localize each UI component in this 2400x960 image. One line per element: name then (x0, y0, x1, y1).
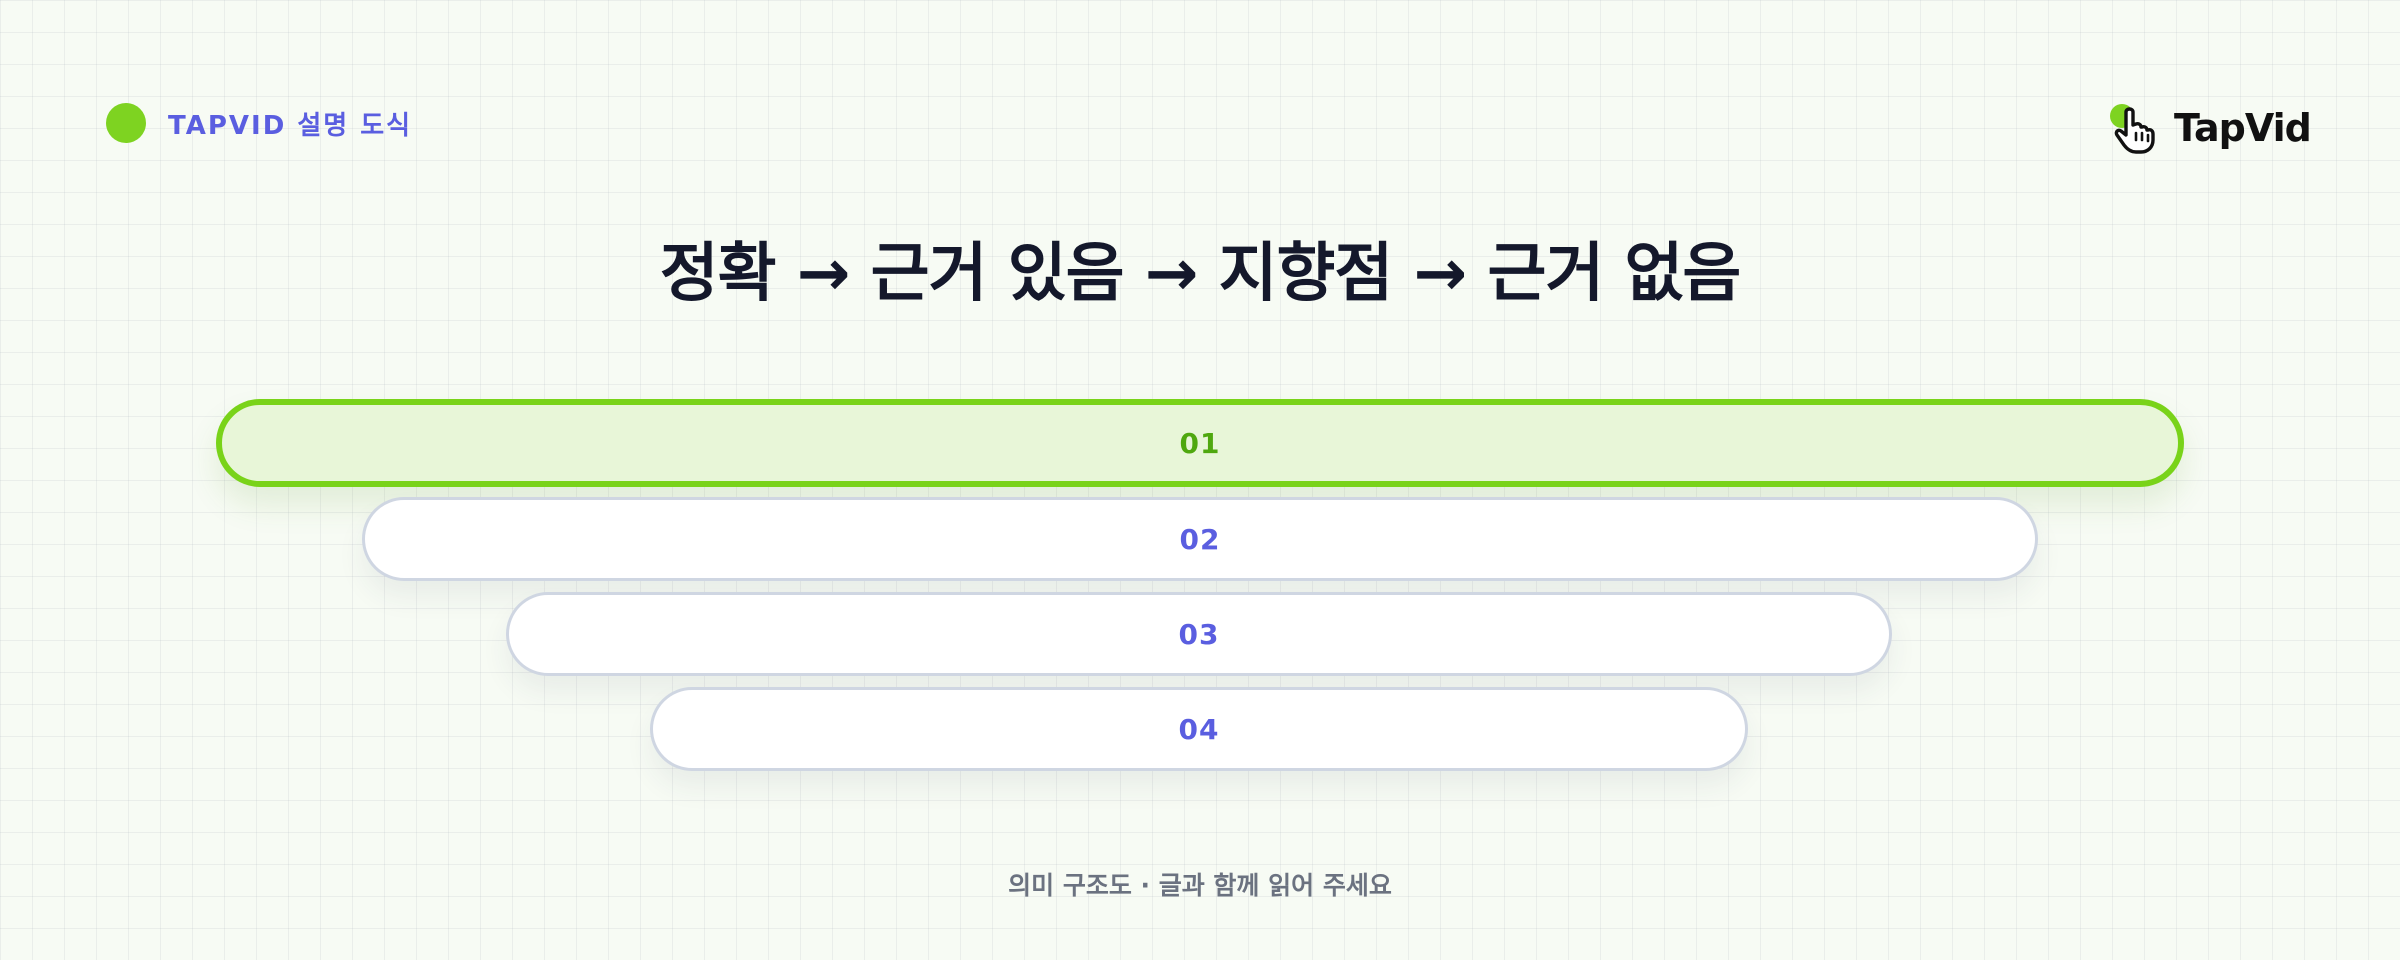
tier-02[interactable]: 02 (362, 497, 2038, 581)
page-title: 정확 → 근거 있음 → 지향점 → 근거 없음 (659, 237, 1742, 311)
tier-04[interactable]: 04 (650, 687, 1748, 771)
tier-03[interactable]: 03 (506, 592, 1892, 676)
footer-caption: 의미 구조도 · 글과 함께 읽어 주세요 (1008, 871, 1392, 900)
tier-label: 02 (1179, 522, 1221, 556)
tier-label: 01 (1179, 426, 1221, 460)
tier-label: 04 (1178, 712, 1220, 746)
hand-pointer-icon (2108, 100, 2168, 156)
tapvid-logo[interactable]: TapVid (2108, 100, 2312, 156)
tier-label: 03 (1178, 617, 1220, 651)
brand-dot-icon (106, 103, 146, 143)
tier-01[interactable]: 01 (216, 399, 2184, 487)
header-kicker: TAPVID 설명 도식 (168, 110, 413, 141)
header-brand: TAPVID 설명 도식 (106, 102, 412, 144)
logo-wordmark: TapVid (2174, 106, 2312, 150)
